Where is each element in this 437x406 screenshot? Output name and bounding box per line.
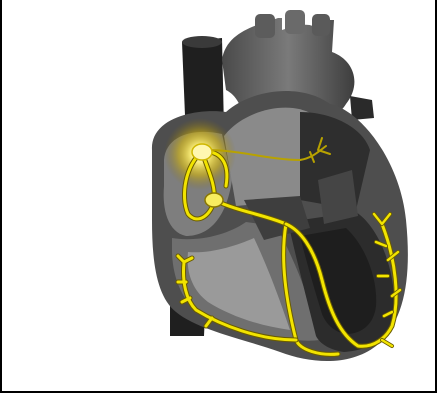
av-node: [205, 193, 223, 207]
vena-cava-top: [182, 36, 222, 48]
sa-node: [192, 144, 212, 160]
aorta-branch-2: [285, 10, 305, 34]
aorta-branch-1: [255, 14, 275, 38]
aorta-branch-3: [312, 14, 330, 36]
